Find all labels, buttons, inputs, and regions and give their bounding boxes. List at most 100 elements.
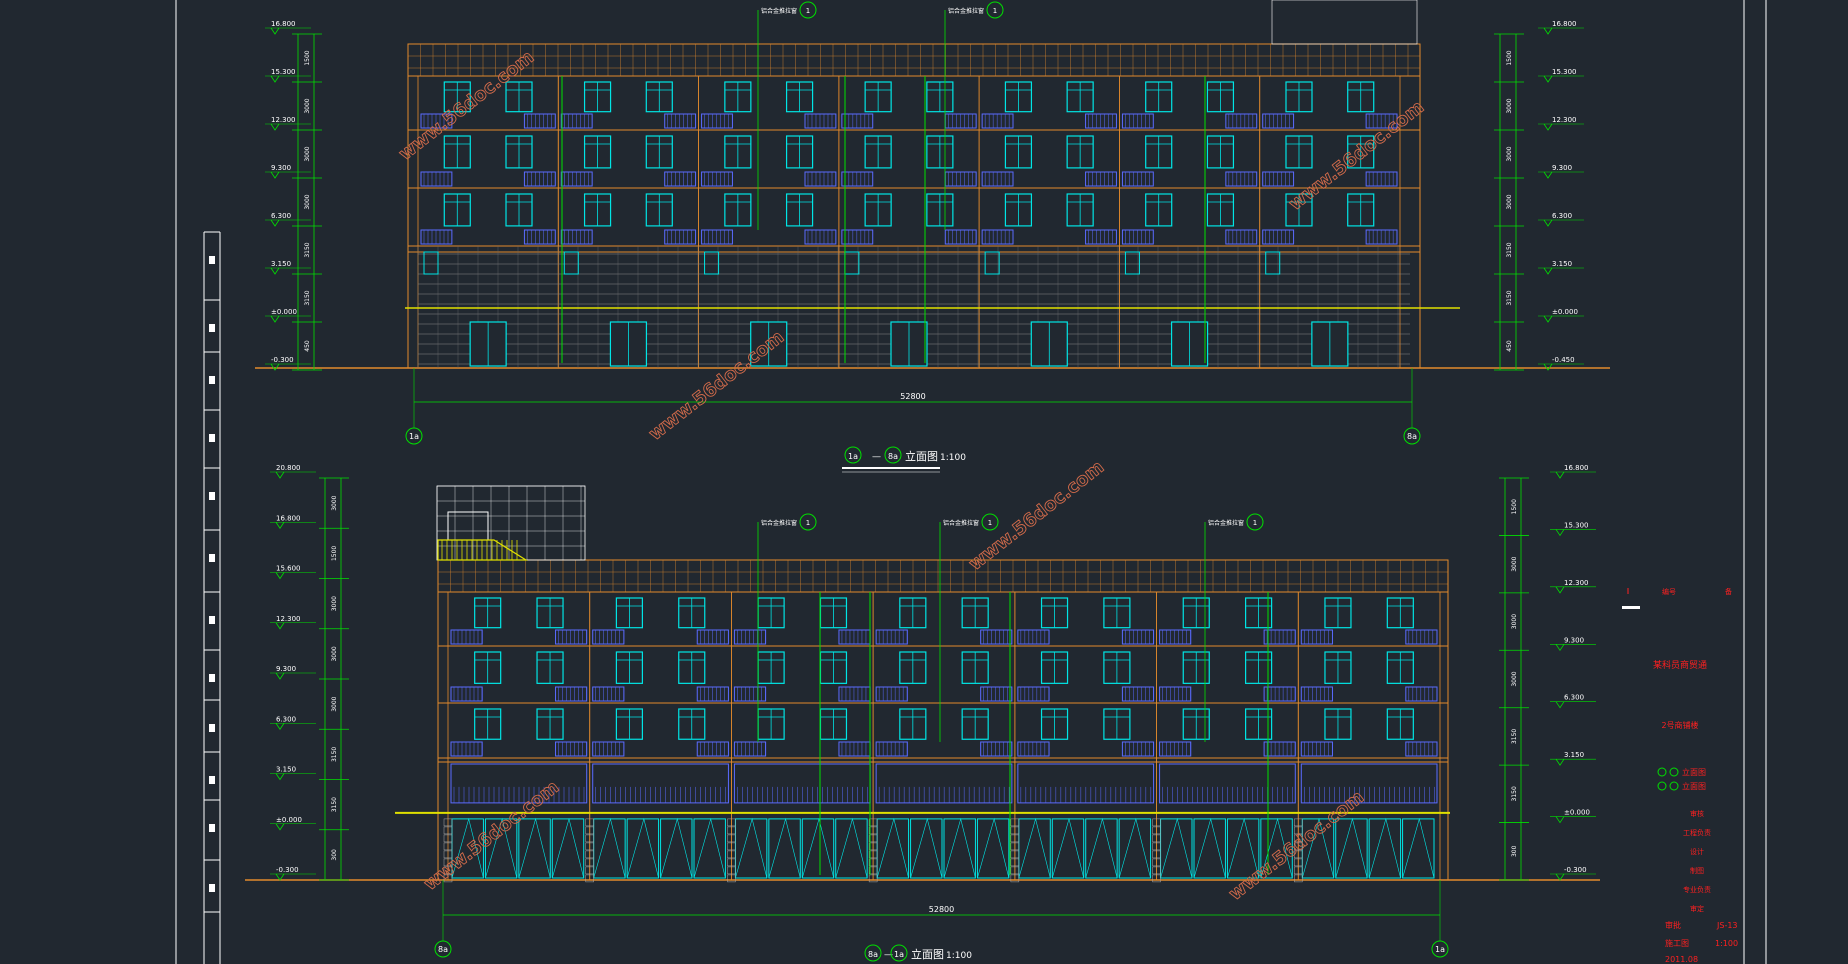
balcony-rail [696,629,729,645]
dim-value: 3000 [1511,556,1518,571]
watermark: www.56doc.com [965,457,1108,575]
title-block-scale: 1:100 [1715,939,1738,948]
balcony-rail [592,741,625,757]
column-brick [1152,866,1161,875]
balcony-rail [696,741,729,757]
column-brick [1010,826,1020,835]
balcony-rail [523,171,556,187]
balcony-rail [1405,629,1438,645]
column-brick [868,874,878,883]
balcony-rail [555,686,588,702]
storefront-panel [660,818,693,879]
column-brick [868,858,878,867]
callout-text: 铝合金推拉窗 [761,519,797,527]
level-symbol [275,823,285,831]
balcony-rail [733,741,767,757]
high-window [423,251,439,275]
balcony-rail [1121,171,1154,187]
high-window [984,251,1000,275]
dim-value: 3000 [331,696,338,711]
dim-value: 3000 [331,596,338,611]
dim-value: 3000 [304,194,311,209]
revision-strip [204,231,220,913]
column-brick [585,842,594,851]
storefront-panel [693,818,726,879]
balcony-rail [981,113,1014,129]
total-dimension: 52800 [900,392,925,401]
storefront-panel [835,818,868,879]
level-symbol [270,171,280,179]
level-symbol [1555,701,1565,709]
level-label: 12.300 [276,615,301,623]
strip-mark [209,824,215,832]
dim-value: 3000 [1511,614,1518,629]
door-swing [1160,817,1193,879]
door-swing [1193,817,1226,879]
callout-text: 铝合金推拉窗 [1208,519,1244,527]
balcony-rail [1225,229,1258,245]
column-brick [727,834,736,843]
balcony-rail [1262,171,1295,187]
balcony-rail [1300,629,1333,645]
bottom-elevation-title: 8a — 1a 立面图 1:100 [864,944,972,962]
balcony-rail [664,171,697,187]
storefront-panel [551,818,585,879]
door-swing [1118,817,1151,879]
column-brick [1152,874,1161,883]
balcony-rail [560,171,593,187]
callout-bubble [799,513,817,531]
storefront-panel [976,818,1010,879]
storefront-panel [1051,818,1085,879]
balcony-rail [1121,686,1155,702]
column-brick [1294,850,1303,859]
column-brick [585,826,594,835]
balcony-rail [420,229,453,245]
callout-text: 铝合金推拉窗 [761,7,797,15]
dim-value: 1500 [304,50,311,65]
balcony-rail [555,741,588,757]
dim-value: 3150 [331,797,338,812]
balcony-rail [841,113,874,129]
level-label: 3.150 [276,766,296,774]
level-symbol [1543,171,1553,179]
balcony-rail [981,229,1014,245]
balcony-rail [664,113,697,129]
total-dimension: 52800 [929,905,954,914]
dim-value: 3000 [1506,146,1513,161]
strip-mark [209,884,215,892]
balcony-rail [1121,629,1155,645]
level-symbol [275,622,285,630]
level-label: ±0.000 [1564,809,1590,817]
storefront-panel [484,818,518,879]
roof-stair [437,539,529,561]
balcony-rail [838,741,871,757]
balcony-rail [838,629,871,645]
title-block-item: 立面图 [1682,781,1706,791]
balcony-rail [1262,229,1295,245]
level-label: 12.300 [1564,579,1589,587]
column-brick [1010,842,1020,851]
top-title-scale: 1:100 [940,453,966,463]
watermark: www.56doc.com [395,47,538,165]
door-swing [626,817,659,879]
watermark: www.56doc.com [420,777,563,895]
dim-value: 3000 [331,495,338,510]
level-label: 16.800 [1552,20,1577,28]
balcony-rail [1263,629,1296,645]
callout-bubble [981,513,999,531]
callout-text: 铝合金推拉窗 [943,519,979,527]
door-swing [518,817,551,879]
svg-text:2011.08: 2011.08 [1665,955,1698,964]
balcony-rail [592,686,625,702]
column-brick [1010,866,1020,875]
level-label: 3.150 [1552,260,1572,268]
column-brick [1294,858,1303,867]
level-symbol [1555,816,1565,824]
balcony-rail [523,229,556,245]
level-symbol [270,75,280,83]
level-symbol [275,572,285,580]
column-brick [727,842,736,851]
balcony-rail [980,629,1013,645]
title-block-sheet-no: JS-13 [1716,921,1738,930]
column-brick [585,818,594,827]
